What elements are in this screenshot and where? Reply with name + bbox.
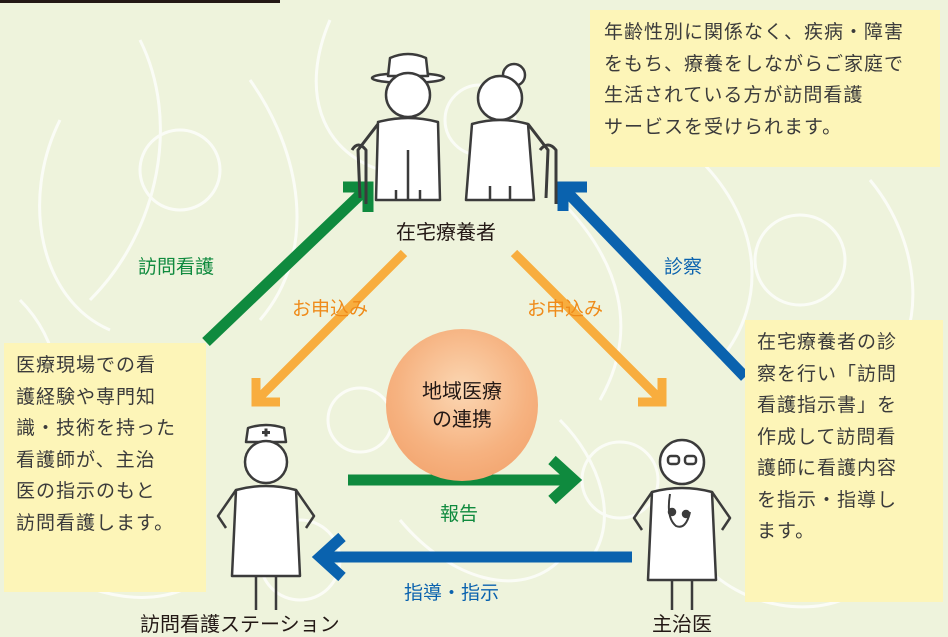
nurse-icon: [216, 423, 316, 610]
note-line: をもち、療養をしながらご家庭で: [604, 52, 905, 75]
note-top-right: 年齢性別に関係なく、疾病・障害 をもち、療養をしながらご家庭で 生活されている方…: [590, 10, 940, 167]
title-rule: [0, 0, 280, 3]
note-line: 生活されている方が訪問看護: [604, 84, 864, 106]
arrow-apply-right: [510, 249, 667, 407]
note-line: 作成して訪問看: [757, 425, 897, 448]
edge-apply-left-label: お申込み: [292, 298, 369, 320]
elderly-couple-icon: [350, 52, 558, 204]
note-line: サービスを受けられます。: [604, 115, 843, 138]
note-line: 察を行い「訪問: [757, 362, 898, 385]
arrow-apply-left: [251, 249, 408, 407]
edge-apply-right-label: お申込み: [527, 298, 604, 320]
center-circle: 地域医療 の連携: [386, 329, 538, 481]
arrow-examination: [557, 181, 749, 381]
node-patient-label: 在宅療養者: [396, 220, 496, 244]
arrow-guidance: [311, 532, 632, 582]
note-line: 看護指示書」を: [757, 394, 898, 416]
note-line: 護師に看護内容: [757, 457, 898, 479]
note-line: 訪問看護します。: [16, 511, 175, 534]
note-right: 在宅療養者の診 察を行い「訪問 看護指示書」を 作成して訪問看 護師に看護内容 …: [745, 320, 943, 602]
edge-guidance-label: 指導・指示: [404, 582, 500, 604]
edge-visit-nursing-label: 訪問看護: [138, 256, 215, 278]
note-line: 医療現場での看: [16, 354, 157, 376]
arrow-visit-nursing: [202, 181, 374, 346]
note-line: 医の指示のもと: [16, 480, 156, 502]
center-line-1: 地域医療: [422, 379, 502, 403]
note-line: 護経験や専門知: [16, 385, 157, 408]
note-line: 在宅療養者の診: [757, 331, 898, 353]
doctor-icon: [632, 438, 732, 610]
edge-examination-label: 診察: [664, 256, 703, 278]
note-line: 年齢性別に関係なく、疾病・障害: [604, 21, 905, 43]
note-line: 識・技術を持った: [16, 417, 177, 439]
note-line: を指示・指導し: [757, 488, 898, 511]
center-line-2: の連携: [432, 407, 492, 431]
node-doctor-label: 主治医: [652, 612, 712, 636]
note-line: ます。: [757, 520, 816, 542]
node-station-label: 訪問看護ステーション: [140, 612, 340, 636]
note-left: 医療現場での看 護経験や専門知 識・技術を持った 看護師が、主治 医の指示のもと…: [4, 343, 206, 592]
note-line: 看護師が、主治: [16, 448, 156, 471]
edge-report-label: 報告: [440, 503, 479, 525]
